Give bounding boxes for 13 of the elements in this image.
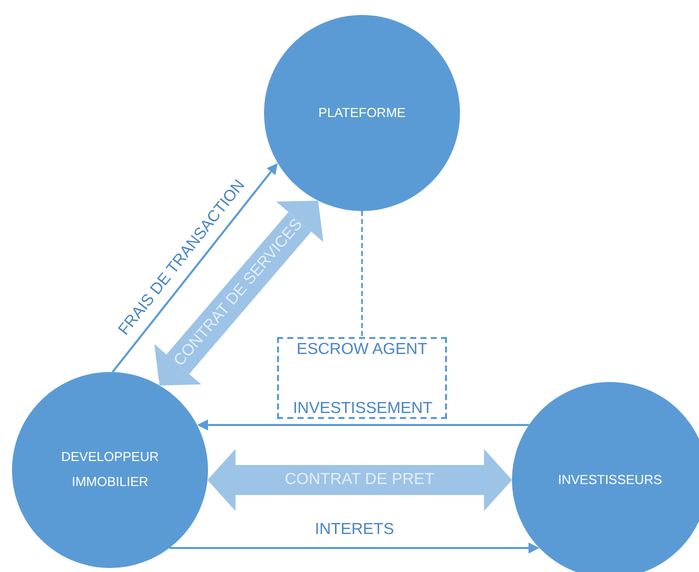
double-arrow [154, 200, 324, 386]
arrow [169, 542, 540, 554]
edge-label: INVESTISSEMENT [292, 400, 433, 418]
node-label: DEVELOPPEUR IMMOBILIER [60, 448, 160, 491]
edge-label: CONTRAT DE PRET [284, 471, 434, 489]
arrow [197, 420, 529, 430]
arrow [112, 163, 278, 373]
node-label: INVESTISSEURS [558, 470, 662, 489]
node-label: PLATEFORME [318, 104, 406, 122]
dashed-box [277, 337, 447, 419]
edge-label: INTERETS [314, 521, 394, 539]
node-label: ESCROW AGENT [296, 341, 428, 359]
connector-line [361, 211, 363, 337]
